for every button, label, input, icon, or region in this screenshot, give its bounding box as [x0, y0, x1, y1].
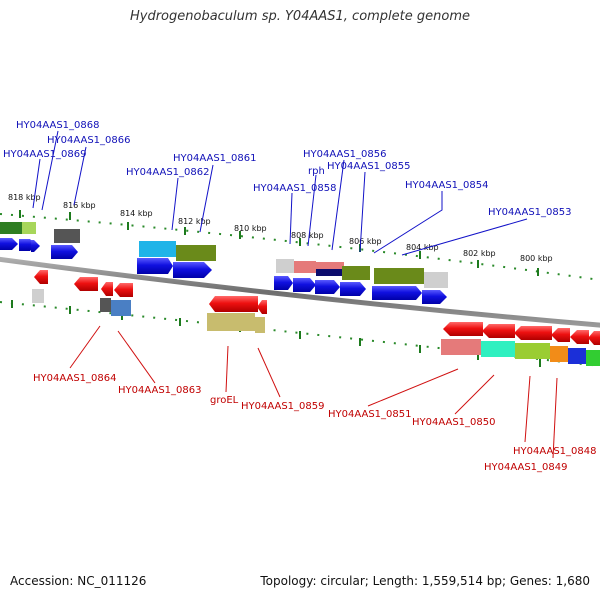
gene-label: groEL — [210, 395, 239, 406]
gene-forward — [340, 282, 366, 296]
cog-bar — [32, 289, 44, 303]
gene-forward — [274, 276, 293, 290]
cog-bar — [568, 348, 586, 364]
gene-reverse — [34, 270, 48, 284]
cog-bar — [207, 313, 255, 331]
cog-bar — [111, 300, 131, 316]
cog-bar — [342, 266, 370, 280]
gene-label: HY04AAS1_0858 — [253, 183, 336, 194]
gene-label: HY04AAS1_0863 — [118, 385, 201, 396]
ruler-tick-label: 800 kbp — [520, 254, 553, 263]
bottom-label-leaders — [69, 325, 558, 459]
gene-forward — [173, 262, 212, 278]
accession-label: Accession: NC_011126 — [10, 574, 147, 588]
gene-forward — [293, 278, 316, 292]
gene-label: HY04AAS1_0850 — [412, 417, 495, 428]
cog-bar — [0, 222, 22, 234]
gene-reverse — [74, 277, 98, 291]
gene-label: HY04AAS1_0854 — [405, 180, 488, 191]
gene-label: HY04AAS1_0864 — [33, 373, 116, 384]
cog-bar — [424, 272, 448, 288]
ruler-tick-label: 806 kbp — [349, 237, 382, 246]
gene-label: HY04AAS1_0862 — [126, 167, 209, 178]
upper-ruler-line — [0, 213, 600, 281]
gene-reverse — [570, 330, 589, 344]
ruler-tick-label: 816 kbp — [63, 201, 96, 210]
top-label-leaders — [32, 130, 528, 256]
reverse-strand-genes — [34, 270, 600, 345]
gene-forward — [51, 245, 78, 259]
gene-label: rph — [308, 166, 325, 177]
gene-forward — [315, 280, 340, 294]
gene-forward — [137, 258, 173, 274]
ruler-tick-label: 810 kbp — [234, 224, 267, 233]
gene-label: HY04AAS1_0849 — [484, 462, 567, 473]
gene-label: HY04AAS1_0861 — [173, 153, 256, 164]
gene-label: HY04AAS1_0869 — [3, 149, 86, 160]
gene-label: HY04AAS1_0855 — [327, 161, 410, 172]
annotation-tracks-top — [0, 222, 448, 288]
genome-backbone — [0, 256, 600, 328]
gene-reverse — [588, 331, 600, 345]
cog-bar — [294, 261, 316, 273]
cog-bar — [176, 245, 216, 261]
annotation-tracks-bottom — [32, 289, 600, 366]
gene-reverse — [101, 282, 113, 296]
cog-bar — [316, 262, 344, 269]
cog-bar — [100, 298, 111, 312]
gene-label: HY04AAS1_0853 — [488, 207, 571, 218]
forward-strand-genes — [0, 238, 447, 304]
cog-bar — [139, 241, 176, 257]
ruler-tick-label: 818 kbp — [8, 193, 41, 202]
cog-bar — [22, 222, 36, 234]
cog-bar — [481, 341, 515, 357]
gene-reverse — [114, 283, 133, 297]
gene-forward — [31, 240, 40, 252]
ruler-tick-label: 802 kbp — [463, 249, 496, 258]
gene-forward — [372, 286, 422, 300]
gene-label: HY04AAS1_0866 — [47, 135, 130, 146]
gene-label: HY04AAS1_0848 — [513, 446, 596, 457]
ruler-tick-label: 814 kbp — [120, 209, 153, 218]
gene-label: HY04AAS1_0856 — [303, 149, 386, 160]
gene-label: HY04AAS1_0868 — [16, 120, 99, 131]
cog-bar — [515, 343, 550, 359]
genome-summary: Topology: circular; Length: 1,559,514 bp… — [260, 574, 590, 588]
gene-reverse — [482, 324, 515, 338]
gene-reverse — [514, 326, 552, 340]
gene-reverse — [443, 322, 483, 336]
ruler-tick-label: 812 kbp — [178, 217, 211, 226]
cog-bar — [550, 346, 568, 362]
cog-bar — [276, 259, 294, 273]
gene-label: HY04AAS1_0851 — [328, 409, 411, 420]
gene-forward — [422, 290, 447, 304]
cog-bar — [441, 339, 481, 355]
cog-bar — [586, 350, 600, 366]
cog-bar — [54, 229, 80, 243]
gene-reverse — [209, 296, 258, 312]
gene-reverse — [257, 300, 267, 314]
ruler-tick-label: 804 kbp — [406, 243, 439, 252]
gene-label: HY04AAS1_0859 — [241, 401, 324, 412]
ruler-tick-label: 808 kbp — [291, 231, 324, 240]
map-title: Hydrogenobaculum sp. Y04AAS1, complete g… — [129, 9, 471, 24]
cog-bar — [255, 317, 265, 333]
gene-reverse — [551, 328, 570, 342]
cog-bar — [316, 269, 342, 276]
gene-forward — [0, 238, 18, 250]
cog-bar — [374, 268, 424, 284]
